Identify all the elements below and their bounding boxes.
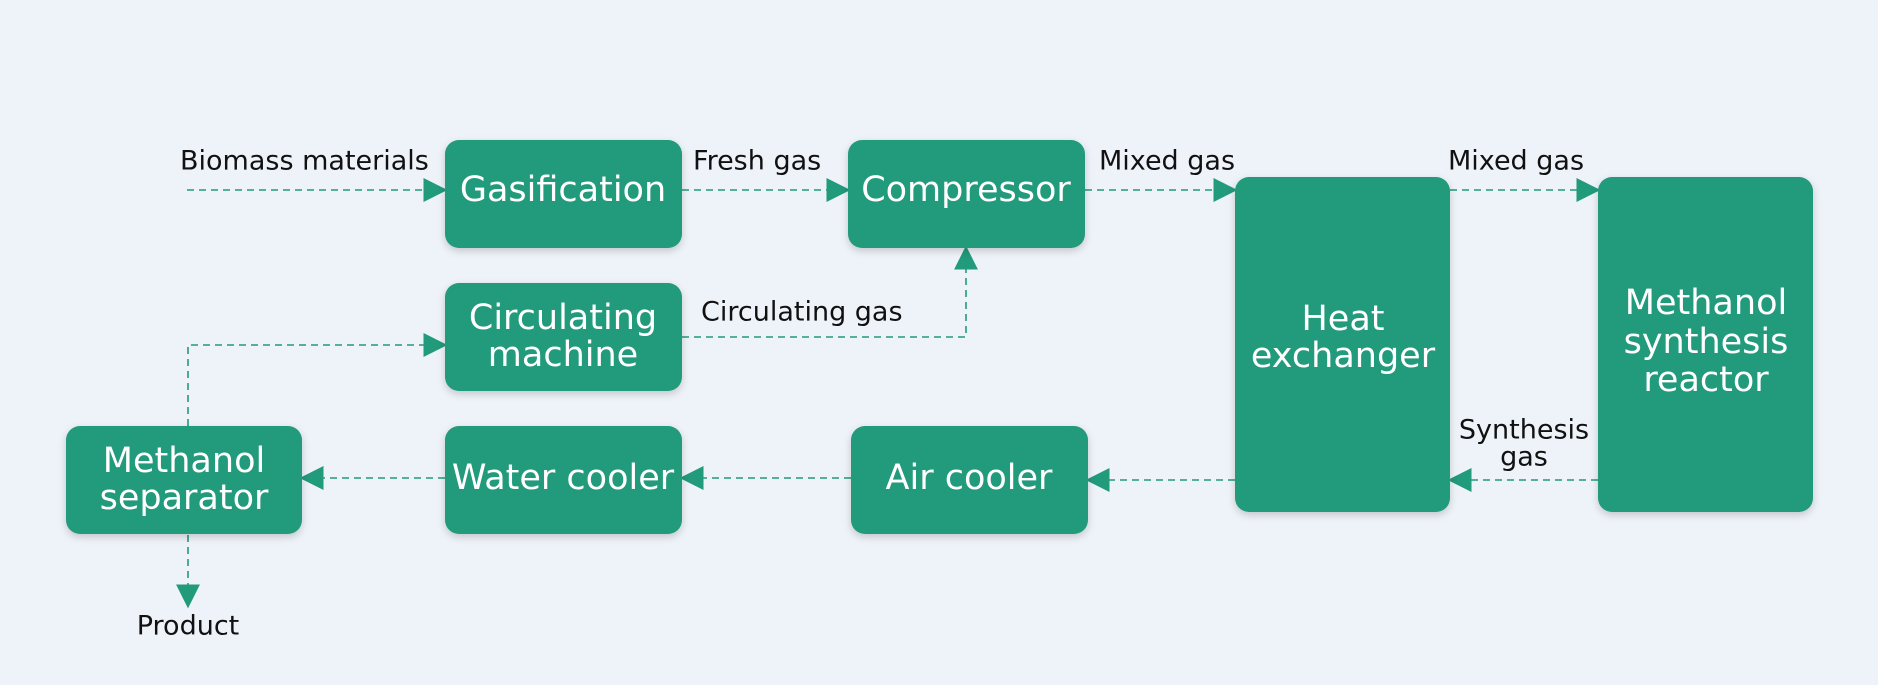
label-synthesis-gas-line-1: Synthesis [1459,415,1589,446]
node-reactor-label-line-1: Methanol [1625,283,1787,323]
node-water-cooler: Water cooler [445,426,682,534]
label-biomass-materials: Biomass materials [180,146,429,177]
node-methanol-separator-label-line-2: separator [100,478,269,518]
edge-separator-to-circulating-machine [187,333,448,426]
node-reactor-label-line-2: synthesis [1624,322,1789,362]
label-mixed-gas-1: Mixed gas [1099,146,1235,177]
node-heat-exchanger-label-line-1: Heat [1301,299,1384,339]
node-methanol-synthesis-reactor: Methanol synthesis reactor [1598,177,1813,512]
node-heat-exchanger: Heat exchanger [1235,177,1450,512]
node-circulating-machine-label-line-2: machine [488,335,638,375]
node-air-cooler-label: Air cooler [886,458,1054,498]
edges [176,178,1601,609]
node-gasification-label: Gasification [460,170,666,210]
node-compressor-label: Compressor [861,170,1071,210]
node-compressor: Compressor [848,140,1085,248]
label-fresh-gas: Fresh gas [693,146,821,177]
node-circulating-machine: Circulating machine [445,283,682,391]
node-water-cooler-label: Water cooler [452,458,675,498]
node-air-cooler: Air cooler [851,426,1088,534]
node-circulating-machine-label-line-1: Circulating [469,298,657,338]
node-methanol-separator-label-line-1: Methanol [103,441,265,481]
node-methanol-separator: Methanol separator [66,426,302,534]
node-gasification: Gasification [445,140,682,248]
node-reactor-label-line-3: reactor [1643,360,1769,400]
label-mixed-gas-2: Mixed gas [1448,146,1584,177]
label-circulating-gas: Circulating gas [701,297,903,328]
node-heat-exchanger-label-line-2: exchanger [1251,336,1436,376]
label-product: Product [137,611,240,642]
edge-labels: Biomass materials Fresh gas Mixed gas Mi… [137,146,1589,642]
label-synthesis-gas-line-2: gas [1500,442,1548,473]
